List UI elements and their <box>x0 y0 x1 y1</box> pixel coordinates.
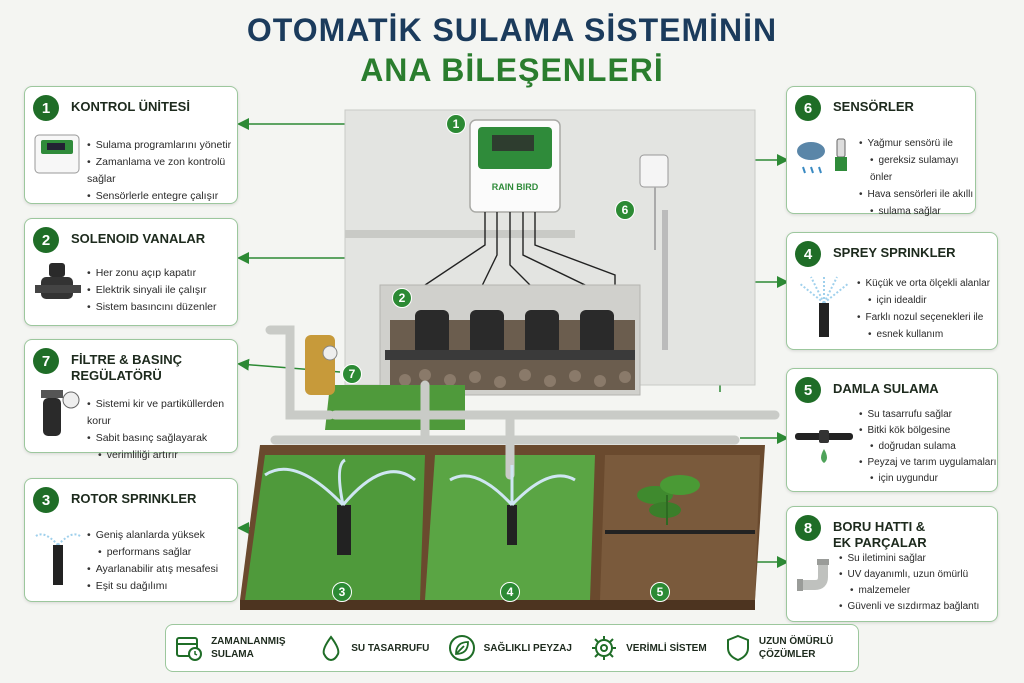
controller-icon <box>34 134 80 174</box>
controller-unit: RAIN BIRD <box>469 119 561 213</box>
card-title: SOLENOID VANALAR <box>71 231 206 246</box>
solenoid-valves <box>385 310 635 360</box>
card-bullet: Sensörlerle entegre çalışır <box>87 188 237 205</box>
rain-sensor-icon <box>797 138 847 174</box>
card-bullet-continued: için idealdir <box>857 292 990 309</box>
card-bullet: Yağmur sensörü ile <box>859 135 975 152</box>
card-bullet: Sistem basıncını düzenler <box>87 299 217 316</box>
features-bar: ZAMANLANMIŞ SULAMA SU TASARRUFU SAĞLIKLI… <box>165 624 859 672</box>
scene-marker-4: 4 <box>500 582 520 602</box>
card-number: 2 <box>33 227 59 253</box>
filter-regulator-icon <box>41 390 80 436</box>
card-bullet: Sistemi kir ve partiküllerden korur <box>87 396 237 430</box>
card-bullet: Peyzaj ve tarım uygulamaları <box>859 455 997 471</box>
scene-marker-7: 7 <box>342 364 362 384</box>
card-boru-hatti: 8 BORU HATTI & EK PARÇALAR Su iletimini … <box>786 506 998 622</box>
card-bullet-continued: için uygundur <box>859 471 996 487</box>
spray-sprinkler-icon <box>798 275 850 337</box>
feature-item: VERİMLİ SİSTEM <box>590 634 707 662</box>
card-title: KONTROL ÜNİTESİ <box>71 99 190 114</box>
card-bullet: Su tasarrufu sağlar <box>859 407 996 423</box>
card-title: SPREY SPRINKLER <box>833 245 956 260</box>
card-number: 7 <box>33 348 59 374</box>
spray-sprinkler-scene <box>449 465 576 545</box>
feature-item: ZAMANLANMIŞ SULAMA <box>175 634 301 662</box>
rotor-sprinkler-scene <box>264 458 416 555</box>
shield-icon <box>726 634 749 662</box>
card-title: DAMLA SULAMA <box>833 381 939 396</box>
feature-item: SU TASARRUFU <box>319 634 429 662</box>
card-rotor-sprinkler: 3 ROTOR SPRINKLER Geniş alanlarda yüksek… <box>24 478 238 602</box>
card-bullet: Zamanlama ve zon kontrolü sağlar <box>87 154 237 188</box>
card-bullet: Geniş alanlarda yüksek <box>87 527 218 544</box>
card-title: BORU HATTI & EK PARÇALAR <box>833 519 927 550</box>
feature-item: SAĞLIKLI PEYZAJ <box>448 634 572 662</box>
card-sprey-sprinkler: 4 SPREY SPRINKLER Küçük ve orta ölçekli … <box>786 232 998 350</box>
card-number: 5 <box>795 377 821 403</box>
title-line-2: ANA BİLEŞENLERİ <box>360 52 664 88</box>
pipe-fitting-icon <box>797 559 829 591</box>
card-bullet: UV dayanımlı, uzun ömürlü <box>839 567 979 583</box>
card-bullet: Su iletimini sağlar <box>839 551 979 567</box>
card-bullet-continued: gereksiz sulamayı önler <box>859 152 975 186</box>
controller-brand: RAIN BIRD <box>492 182 539 192</box>
card-bullet: Küçük ve orta ölçekli alanlar <box>857 275 991 292</box>
irrigation-scene: RAIN BIRD <box>240 109 780 610</box>
card-bullet: Elektrik sinyali ile çalışır <box>87 282 217 299</box>
scene-marker-1: 1 <box>446 114 466 134</box>
solenoid-valve-icon <box>35 263 81 299</box>
card-bullet-continued: performans sağlar <box>87 544 218 561</box>
card-bullet: Sabit basınç sağlayarak <box>87 430 237 447</box>
card-title: SENSÖRLER <box>833 99 914 114</box>
card-bullet-continued: esnek kullanım <box>857 326 990 343</box>
feature-item: UZUN ÖMÜRLÜ ÇÖZÜMLER <box>725 634 849 662</box>
scene-marker-2: 2 <box>392 288 412 308</box>
water-drop-icon <box>322 635 340 662</box>
filter-regulator <box>305 335 335 395</box>
leaf-icon <box>448 635 475 661</box>
card-filtre-basinc-regulatoru: 7 FİLTRE & BASINÇ REGÜLATÖRÜ Sistemi kir… <box>24 339 238 461</box>
card-bullet: Her zonu açıp kapatır <box>87 265 217 282</box>
card-bullet: Sulama programlarını yönetir <box>87 137 237 154</box>
card-number: 8 <box>795 515 821 541</box>
card-bullet-continued: malzemeler <box>839 583 979 599</box>
card-number: 1 <box>33 95 59 121</box>
card-kontrol-unitesi: 1 KONTROL ÜNİTESİ Sulama programlarını y… <box>24 86 238 204</box>
scene-marker-3: 3 <box>332 582 352 602</box>
card-bullet: Eşit su dağılımı <box>87 578 218 595</box>
title-line-1: OTOMATİK SULAMA SİSTEMİNİN <box>246 12 778 48</box>
card-damla-sulama: 5 DAMLA SULAMA Su tasarrufu sağlar Bitki… <box>786 368 998 492</box>
card-solenoid-vanalar: 2 SOLENOID VANALAR Her zonu açıp kapatır… <box>24 218 238 326</box>
card-bullet: Hava sensörleri ile akıllı <box>859 186 975 203</box>
card-bullet-continued: doğrudan sulama <box>859 439 996 455</box>
card-bullet: Ayarlanabilir atış mesafesi <box>87 561 218 578</box>
gear-icon <box>592 636 617 660</box>
drip-line-icon <box>795 430 853 463</box>
card-bullet: Güvenli ve sızdırmaz bağlantı <box>839 599 980 615</box>
card-number: 4 <box>795 241 821 267</box>
card-bullet-continued: sulama sağlar <box>859 203 975 220</box>
card-number: 6 <box>795 95 821 121</box>
card-bullet: Farklı nozul seçenekleri ile <box>857 309 990 326</box>
calendar-clock-icon <box>176 637 203 661</box>
scene-marker-5: 5 <box>650 582 670 602</box>
card-bullet: Bitki kök bölgesine <box>859 423 996 439</box>
scene-marker-6: 6 <box>615 200 635 220</box>
card-bullet-continued: verimliliği artırır <box>87 447 237 464</box>
card-sensorler: 6 SENSÖRLER Yağmur sensörü ile gereksiz … <box>786 86 976 217</box>
rotor-sprinkler-icon <box>34 533 82 585</box>
card-number: 3 <box>33 487 59 513</box>
drip-plants-scene <box>605 475 755 534</box>
card-title: ROTOR SPRINKLER <box>71 491 197 506</box>
card-title: FİLTRE & BASINÇ REGÜLATÖRÜ <box>71 352 182 383</box>
